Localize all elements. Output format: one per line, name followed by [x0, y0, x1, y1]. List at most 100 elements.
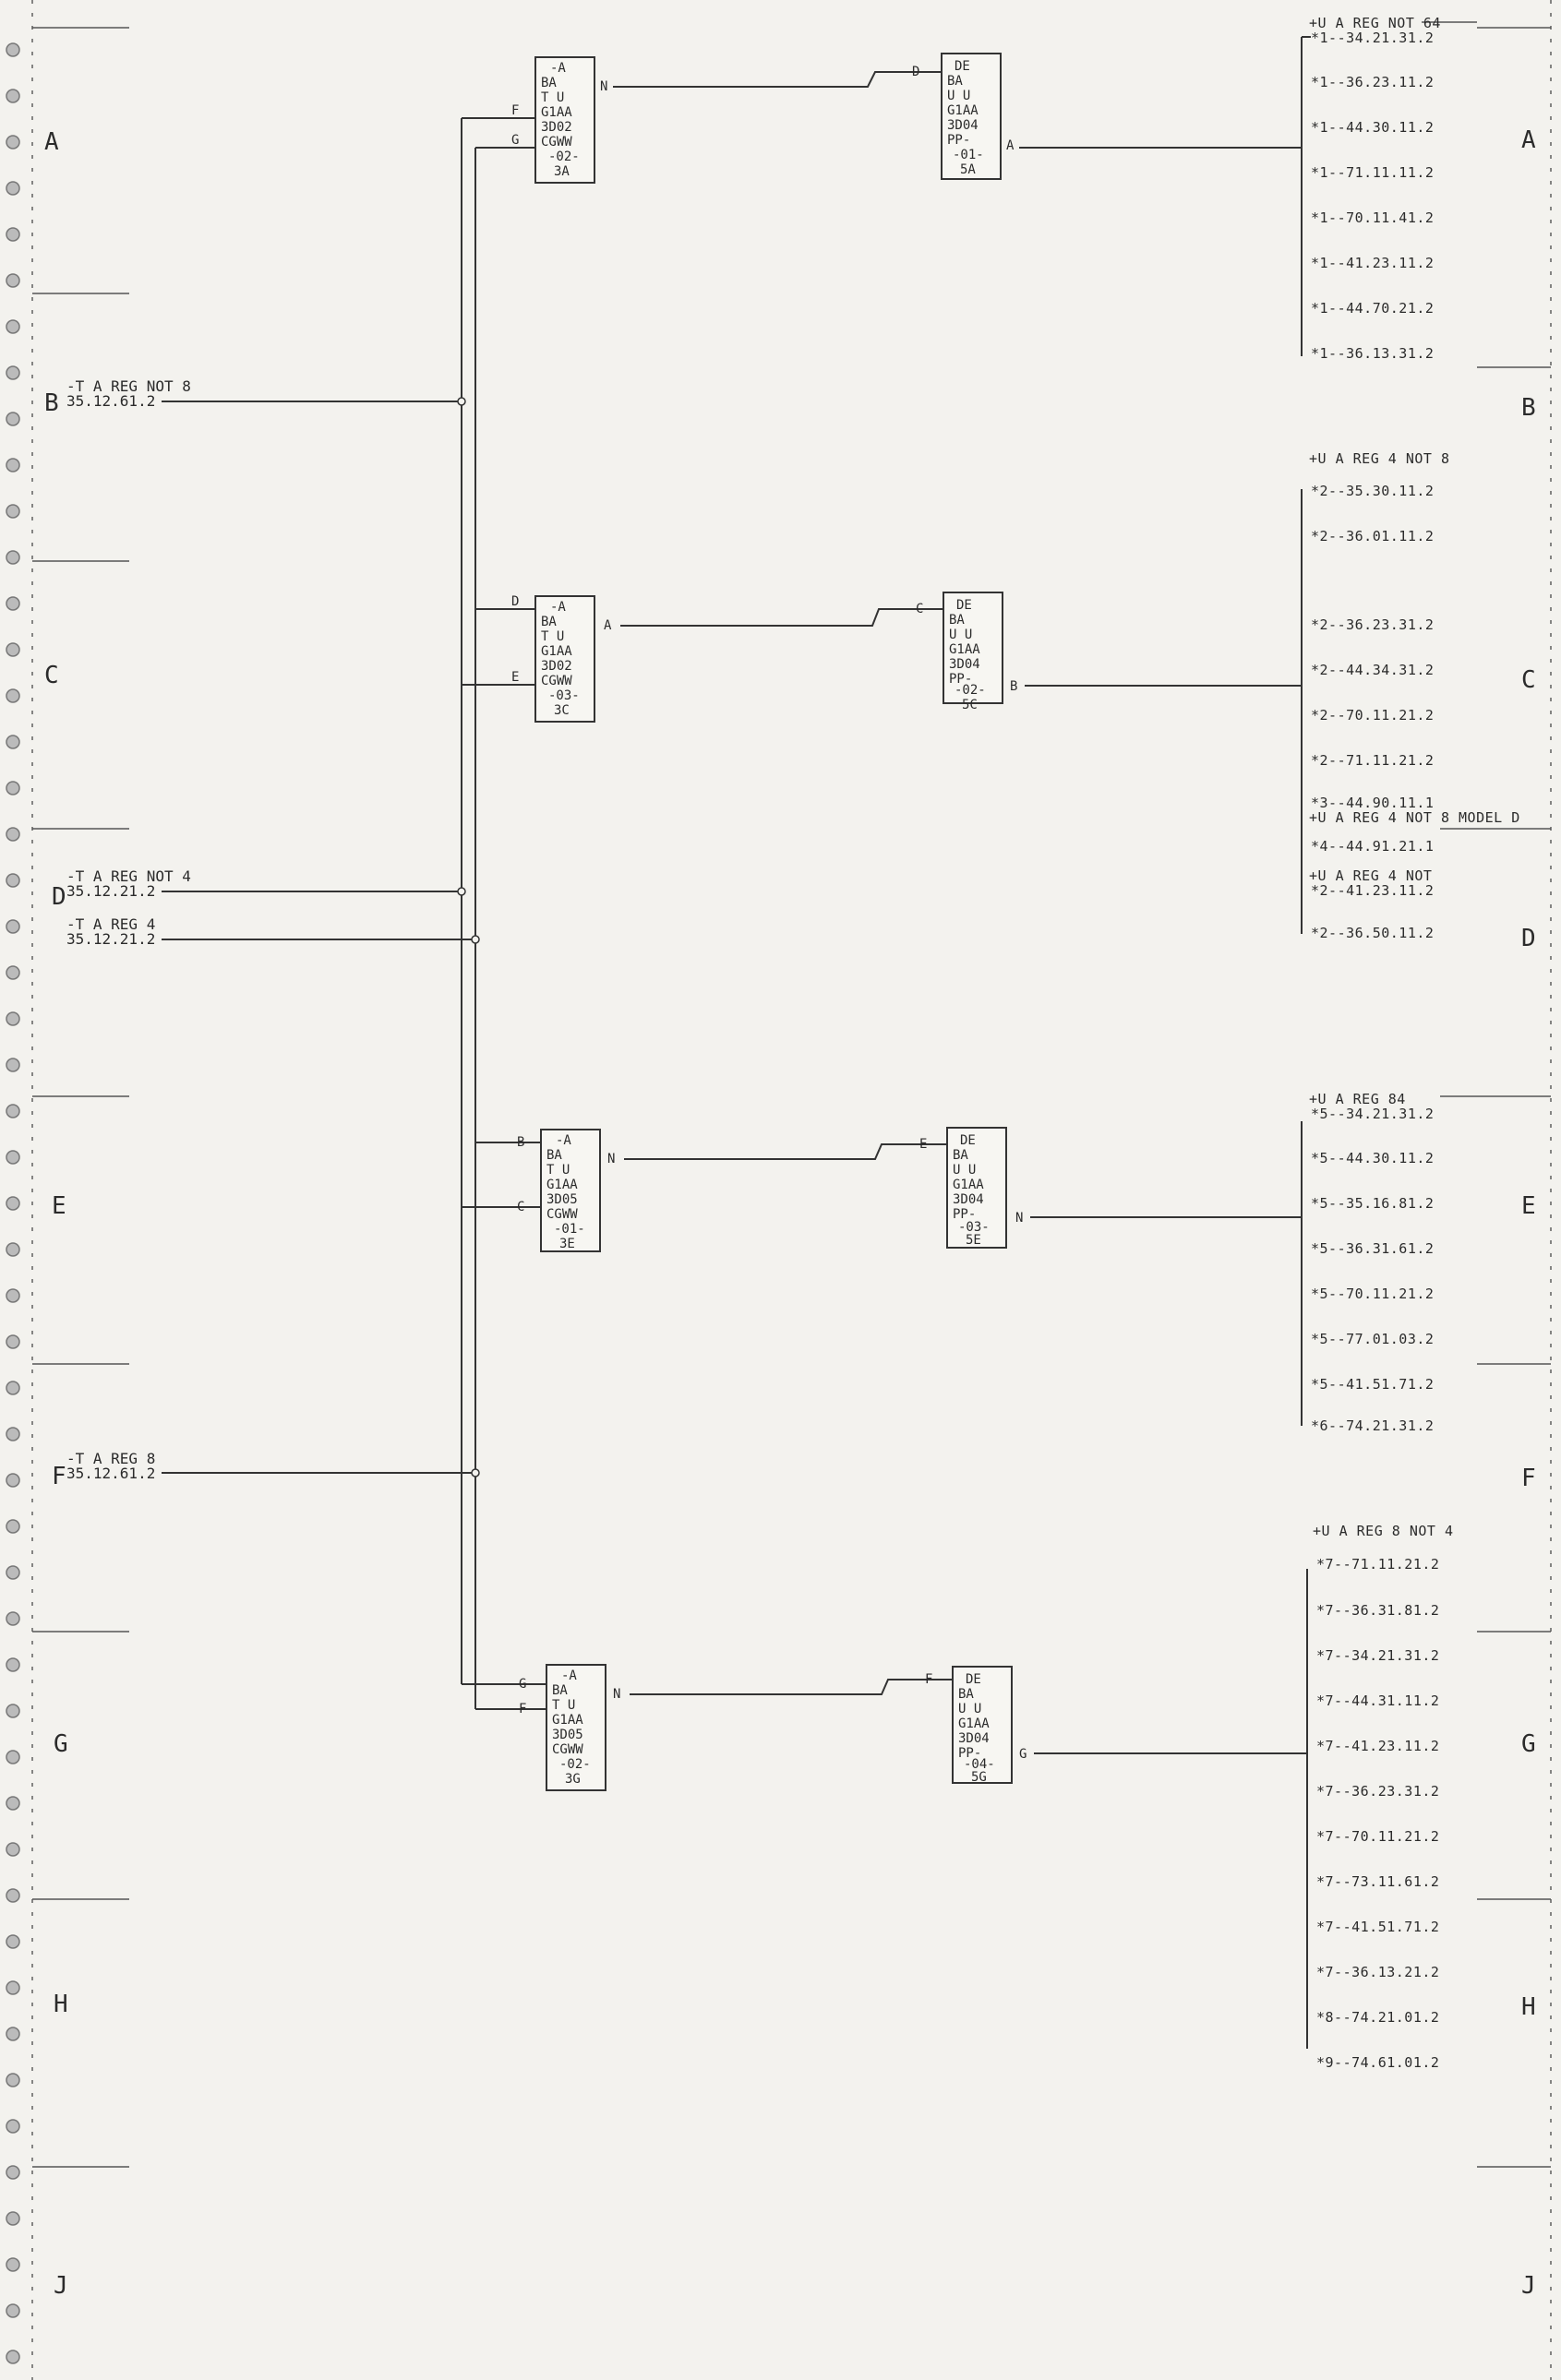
right-border-ticks: [1477, 0, 1552, 2380]
svg-text:G: G: [511, 133, 519, 148]
svg-text:*7--41.23.11.2: *7--41.23.11.2: [1316, 1738, 1439, 1754]
zone-label: H: [54, 1991, 68, 2018]
svg-text:-04-: -04-: [964, 1757, 995, 1772]
svg-text:D: D: [511, 594, 519, 609]
input-signal: -T A REG 4 35.12.21.2: [66, 915, 475, 948]
svg-text:3D04: 3D04: [947, 118, 979, 133]
svg-text:3C: 3C: [554, 703, 570, 718]
logic-box-5a: D DE BA U U G1AA 3D04 PP- -01- 5A A: [912, 53, 1015, 180]
svg-text:F: F: [925, 1672, 932, 1687]
svg-text:U U: U U: [958, 1702, 981, 1716]
svg-text:G1AA: G1AA: [546, 1178, 578, 1192]
svg-text:*1--44.70.21.2: *1--44.70.21.2: [1311, 300, 1434, 317]
svg-text:*5--44.30.11.2: *5--44.30.11.2: [1311, 1150, 1434, 1166]
svg-text:-A: -A: [556, 1133, 571, 1148]
net-wire: [613, 71, 942, 88]
svg-text:-T A REG NOT 8: -T A REG NOT 8: [66, 377, 191, 395]
svg-text:*2--70.11.21.2: *2--70.11.21.2: [1311, 707, 1434, 724]
svg-text:*7--70.11.21.2: *7--70.11.21.2: [1316, 1828, 1439, 1845]
svg-text:U U: U U: [949, 628, 972, 642]
svg-text:+U A REG NOT 64: +U A REG NOT 64: [1309, 15, 1441, 31]
svg-text:3E: 3E: [559, 1237, 575, 1251]
svg-text:*2--35.30.11.2: *2--35.30.11.2: [1311, 483, 1434, 499]
zone-label: E: [52, 1192, 66, 1220]
svg-text:*6--74.21.31.2: *6--74.21.31.2: [1311, 1417, 1434, 1434]
svg-text:N: N: [1015, 1211, 1023, 1226]
svg-text:+U A REG 4 NOT 8: +U A REG 4 NOT 8: [1309, 450, 1450, 467]
svg-text:*5--35.16.81.2: *5--35.16.81.2: [1311, 1195, 1434, 1212]
svg-text:DE: DE: [955, 59, 970, 74]
svg-text:3D02: 3D02: [541, 659, 572, 674]
svg-text:N: N: [600, 79, 607, 94]
svg-text:*1--36.23.11.2: *1--36.23.11.2: [1311, 74, 1434, 90]
svg-text:+U A REG 4 NOT: +U A REG 4 NOT: [1309, 867, 1432, 884]
zone-labels-left: A B C D E F G H J: [44, 128, 68, 2300]
net-wire: [620, 608, 943, 627]
svg-text:PP-: PP-: [949, 672, 972, 687]
svg-text:*1--71.11.11.2: *1--71.11.11.2: [1311, 164, 1434, 181]
svg-text:G1AA: G1AA: [552, 1713, 583, 1728]
svg-text:T U: T U: [541, 90, 564, 105]
svg-text:CGWW: CGWW: [541, 135, 572, 149]
svg-text:*1--41.23.11.2: *1--41.23.11.2: [1311, 255, 1434, 271]
svg-text:*2--36.23.31.2: *2--36.23.31.2: [1311, 616, 1434, 633]
svg-text:G: G: [519, 1677, 526, 1692]
input-signal: -T A REG 8 35.12.61.2: [66, 1450, 475, 1482]
svg-text:5G: 5G: [971, 1770, 987, 1785]
svg-text:U U: U U: [947, 89, 970, 103]
svg-text:*1--44.30.11.2: *1--44.30.11.2: [1311, 119, 1434, 136]
svg-text:-01-: -01-: [554, 1222, 585, 1237]
svg-text:*1--34.21.31.2: *1--34.21.31.2: [1311, 30, 1434, 46]
logic-box-3e: B C -A BA T U G1AA 3D05 CGWW -01- 3E N: [462, 1129, 615, 1252]
svg-text:BA: BA: [541, 615, 557, 629]
logic-box-3g: G F -A BA T U G1AA 3D05 CGWW -02- 3G N: [462, 1664, 620, 1791]
svg-text:-T A REG 8: -T A REG 8: [66, 1450, 155, 1467]
zone-label: A: [44, 128, 59, 156]
svg-text:F: F: [519, 1702, 526, 1716]
bus-wires: [457, 118, 480, 1709]
svg-text:*5--70.11.21.2: *5--70.11.21.2: [1311, 1286, 1434, 1302]
zone-label: G: [54, 1730, 68, 1758]
svg-text:-T A REG NOT 4: -T A REG NOT 4: [66, 867, 191, 885]
svg-text:T U: T U: [552, 1698, 575, 1713]
zone-label: J: [54, 2272, 68, 2300]
zone-label: H: [1521, 1993, 1536, 2021]
net-wire: [630, 1679, 953, 1695]
svg-text:B: B: [1010, 679, 1017, 694]
svg-text:35.12.21.2: 35.12.21.2: [66, 930, 155, 948]
svg-text:G: G: [1019, 1747, 1027, 1762]
svg-text:3D02: 3D02: [541, 120, 572, 135]
svg-text:-A: -A: [561, 1668, 577, 1683]
logic-box-5g: F DE BA U U G1AA 3D04 PP- -04- 5G G: [925, 1666, 1027, 1785]
svg-text:DE: DE: [966, 1672, 981, 1687]
svg-text:*1--70.11.41.2: *1--70.11.41.2: [1311, 209, 1434, 226]
svg-text:*7--71.11.21.2: *7--71.11.21.2: [1316, 1556, 1439, 1573]
svg-text:E: E: [511, 670, 519, 685]
svg-text:*7--36.13.21.2: *7--36.13.21.2: [1316, 1964, 1439, 1980]
svg-text:CGWW: CGWW: [541, 674, 572, 688]
svg-text:5E: 5E: [966, 1233, 981, 1248]
svg-text:*7--44.31.11.2: *7--44.31.11.2: [1316, 1692, 1439, 1709]
svg-text:T U: T U: [546, 1163, 570, 1178]
svg-text:CGWW: CGWW: [546, 1207, 578, 1222]
svg-text:-02-: -02-: [548, 149, 580, 164]
svg-text:*2--44.34.31.2: *2--44.34.31.2: [1311, 662, 1434, 678]
svg-text:*4--44.91.21.1: *4--44.91.21.1: [1311, 838, 1434, 855]
svg-text:BA: BA: [953, 1148, 968, 1163]
svg-text:BA: BA: [949, 613, 965, 628]
zone-label: B: [44, 389, 59, 417]
svg-text:*5--77.01.03.2: *5--77.01.03.2: [1311, 1331, 1434, 1347]
svg-text:C: C: [916, 602, 923, 616]
svg-text:U U: U U: [953, 1163, 976, 1178]
svg-text:3D04: 3D04: [958, 1731, 990, 1746]
svg-text:+U A REG 8 NOT 4: +U A REG 8 NOT 4: [1313, 1523, 1454, 1539]
punch-holes: [6, 42, 20, 2364]
svg-text:35.12.61.2: 35.12.61.2: [66, 1465, 155, 1482]
svg-text:E: E: [919, 1137, 927, 1152]
output-group-2: +U A REG 4 NOT 8 *2--35.30.11.2 *2--36.0…: [1301, 450, 1519, 941]
svg-text:-01-: -01-: [953, 148, 984, 162]
svg-text:3D04: 3D04: [953, 1192, 984, 1207]
svg-text:3D04: 3D04: [949, 657, 980, 672]
svg-text:A: A: [604, 618, 612, 633]
